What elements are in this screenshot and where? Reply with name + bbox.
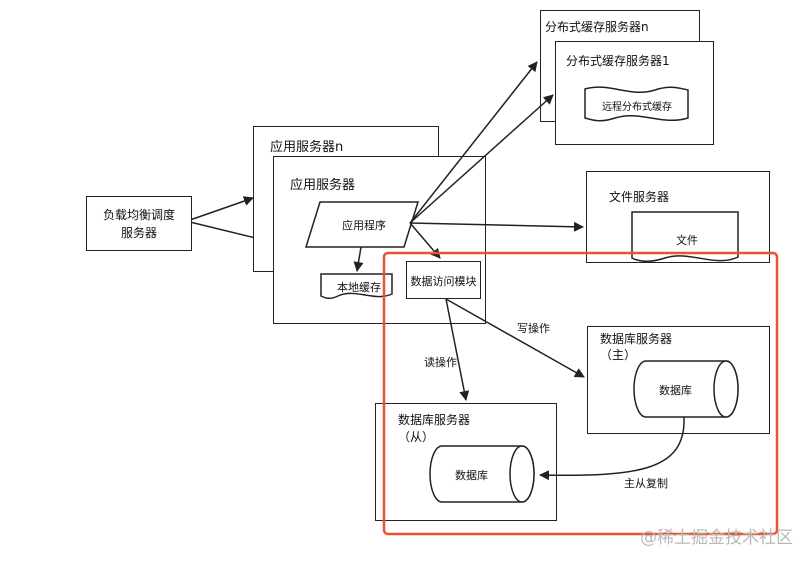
file-label: 文件 xyxy=(676,234,698,247)
cache-server-1-label: 分布式缓存服务器1 xyxy=(566,54,670,68)
app-to-file-server-arrow xyxy=(409,221,584,232)
app-to-cache-n-arrow xyxy=(409,61,538,224)
db-master-cylinder xyxy=(633,360,739,418)
remote-cache-label: 远程分布式缓存 xyxy=(602,102,672,113)
remote-cache-shape xyxy=(584,86,689,122)
replicate-label: 主从复制 xyxy=(624,477,668,490)
file-server-label: 文件服务器 xyxy=(609,190,670,204)
db-master-store-label: 数据库 xyxy=(659,384,692,397)
watermark: @稀土掘金技术社区 xyxy=(640,528,793,548)
file-shape xyxy=(631,211,739,263)
read-label: 读操作 xyxy=(424,356,457,369)
db-master-label: 数据库服务器 （主） xyxy=(600,332,673,362)
app-program-shape xyxy=(304,201,420,248)
app-program-label: 应用程序 xyxy=(342,219,386,232)
replicate-arrow xyxy=(539,416,685,481)
app-server-n-label: 应用服务器n xyxy=(270,140,344,155)
write-arrow xyxy=(445,298,585,378)
db-slave-label: 数据库服务器 （从） xyxy=(398,413,471,444)
cache-server-n-label: 分布式缓存服务器n xyxy=(545,20,649,34)
app-to-local-cache-arrow xyxy=(353,246,364,272)
write-label: 写操作 xyxy=(517,322,550,335)
local-cache-label: 本地缓存 xyxy=(337,281,381,294)
data-access-box: 数据访问模块 xyxy=(406,261,481,299)
data-access-label: 数据访问模块 xyxy=(410,275,477,288)
app-server-label: 应用服务器 xyxy=(290,178,356,193)
load-balancer-label: 负载均衡调度 服务器 xyxy=(102,208,175,240)
local-cache-shape xyxy=(320,273,393,300)
db-slave-store-label: 数据库 xyxy=(455,469,488,482)
load-balancer-box: 负载均衡调度 服务器 xyxy=(86,196,192,251)
db-slave-cylinder xyxy=(429,445,535,503)
read-arrow xyxy=(445,298,470,401)
app-to-cache-1-arrow xyxy=(409,94,554,224)
highlight-rect xyxy=(382,251,779,536)
